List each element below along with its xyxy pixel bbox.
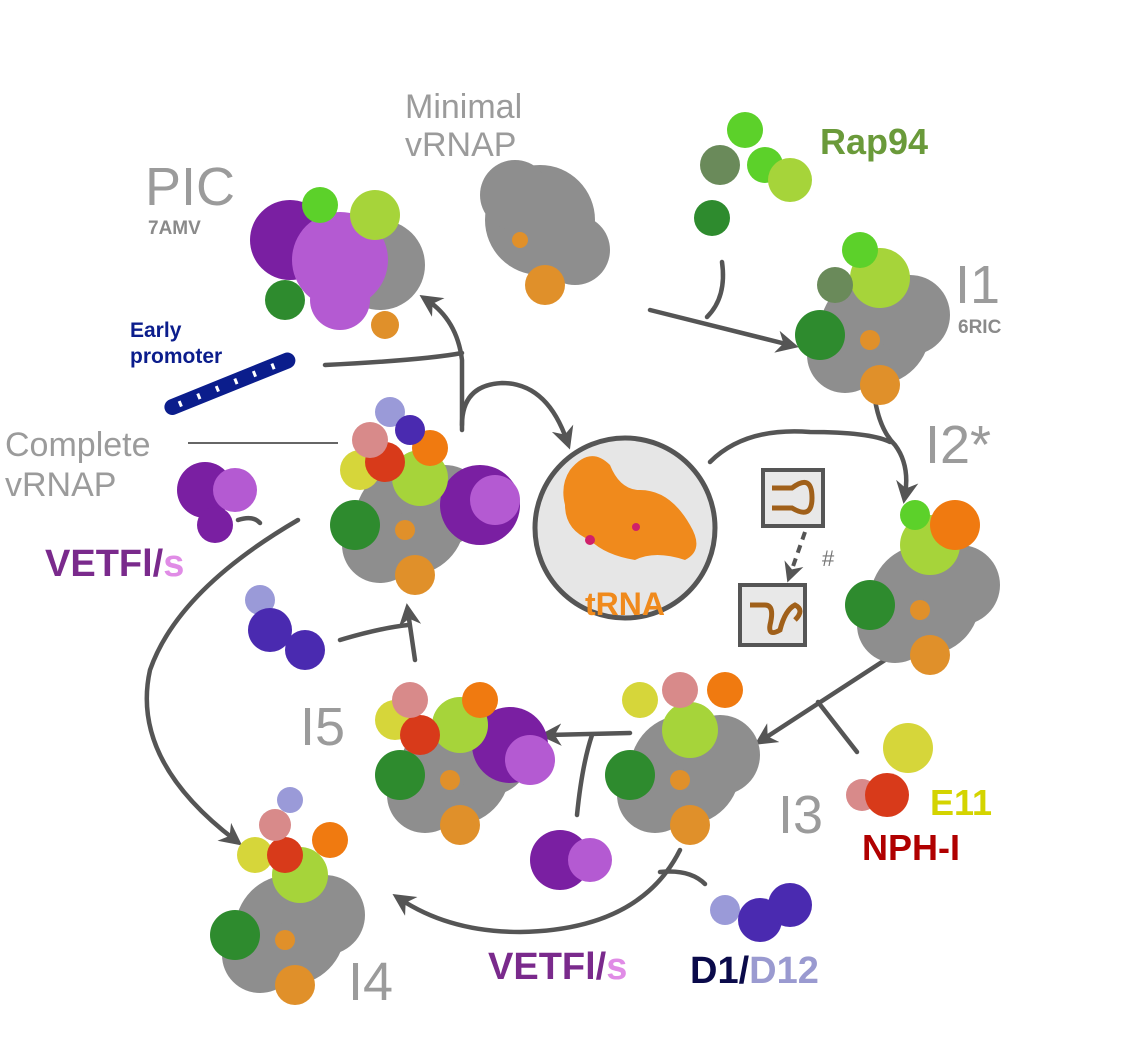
- d1d12-bottom-structure: [710, 883, 812, 942]
- rap94-label: Rap94: [820, 121, 929, 162]
- i5-label: I5: [300, 697, 346, 757]
- arrow-nph-join: [815, 699, 860, 755]
- vetf-left-label: VETFl/s: [45, 543, 185, 585]
- vetf-bottom-label: VETFl/s: [488, 946, 628, 988]
- dashed-arrow: [784, 531, 807, 583]
- i1-structure: [795, 232, 950, 405]
- i2-label: I2*: [925, 415, 992, 475]
- dna-helix-icon: [164, 352, 296, 416]
- arrow-vetf-join-left: [235, 515, 263, 526]
- arrow-i3-to-i5: [539, 723, 633, 746]
- e11-label: E11: [930, 782, 993, 823]
- arrow-promoter-join: [322, 350, 465, 368]
- trna-folded-box: [761, 468, 825, 528]
- i3-label: I3: [778, 785, 824, 845]
- trna-unfolded-box: [738, 583, 807, 647]
- arrow-minimal-to-i1: [647, 307, 799, 353]
- e11-nph1-structure: [846, 723, 933, 817]
- pic-structure: [250, 187, 425, 339]
- i4-structure: [210, 787, 365, 1005]
- arrow-i2-to-i3: [754, 657, 888, 745]
- arrow-i3-to-i4: [392, 847, 683, 935]
- arrow-d1-join-i4: [657, 869, 708, 887]
- i4-label: I4: [348, 952, 394, 1012]
- arrow-i5-to-complete: [398, 603, 422, 663]
- trna-label: tRNA: [585, 586, 665, 622]
- arrow-vetf-join-i5: [574, 732, 595, 818]
- arrow-i1-to-i2: [872, 397, 919, 504]
- arrow-d1-join-complete: [337, 622, 411, 643]
- arrow-complete-to-pic: [419, 295, 465, 433]
- i1-label: I1: [955, 255, 1001, 315]
- rap94-structure: [694, 112, 812, 236]
- trna-structure-icon: [563, 456, 697, 560]
- i1-pdb-id: 6RIC: [958, 317, 1002, 338]
- arrow-rap94-join: [704, 259, 726, 320]
- complete-vrnap-structure: [330, 397, 520, 595]
- arrow-complete-to-i4: [144, 517, 301, 846]
- vetf-bottom-structure: [530, 830, 612, 890]
- vetf-left-structure: [177, 462, 257, 543]
- i3-structure: [605, 672, 760, 845]
- minimal-vrnap-structure: [480, 160, 610, 305]
- i5-structure: [375, 682, 555, 845]
- arrow-complete-to-trna: [459, 380, 574, 450]
- arrow-trna-to-i2: [707, 429, 893, 465]
- hash-label: #: [822, 546, 835, 571]
- pic-pdb-id: 7AMV: [148, 218, 201, 239]
- d1d12-label: D1/D12: [690, 950, 819, 992]
- i2-structure: [845, 500, 1000, 675]
- d1d12-left-structure: [245, 585, 325, 670]
- pic-label: PIC: [145, 157, 236, 217]
- nph1-label: NPH-I: [862, 827, 960, 868]
